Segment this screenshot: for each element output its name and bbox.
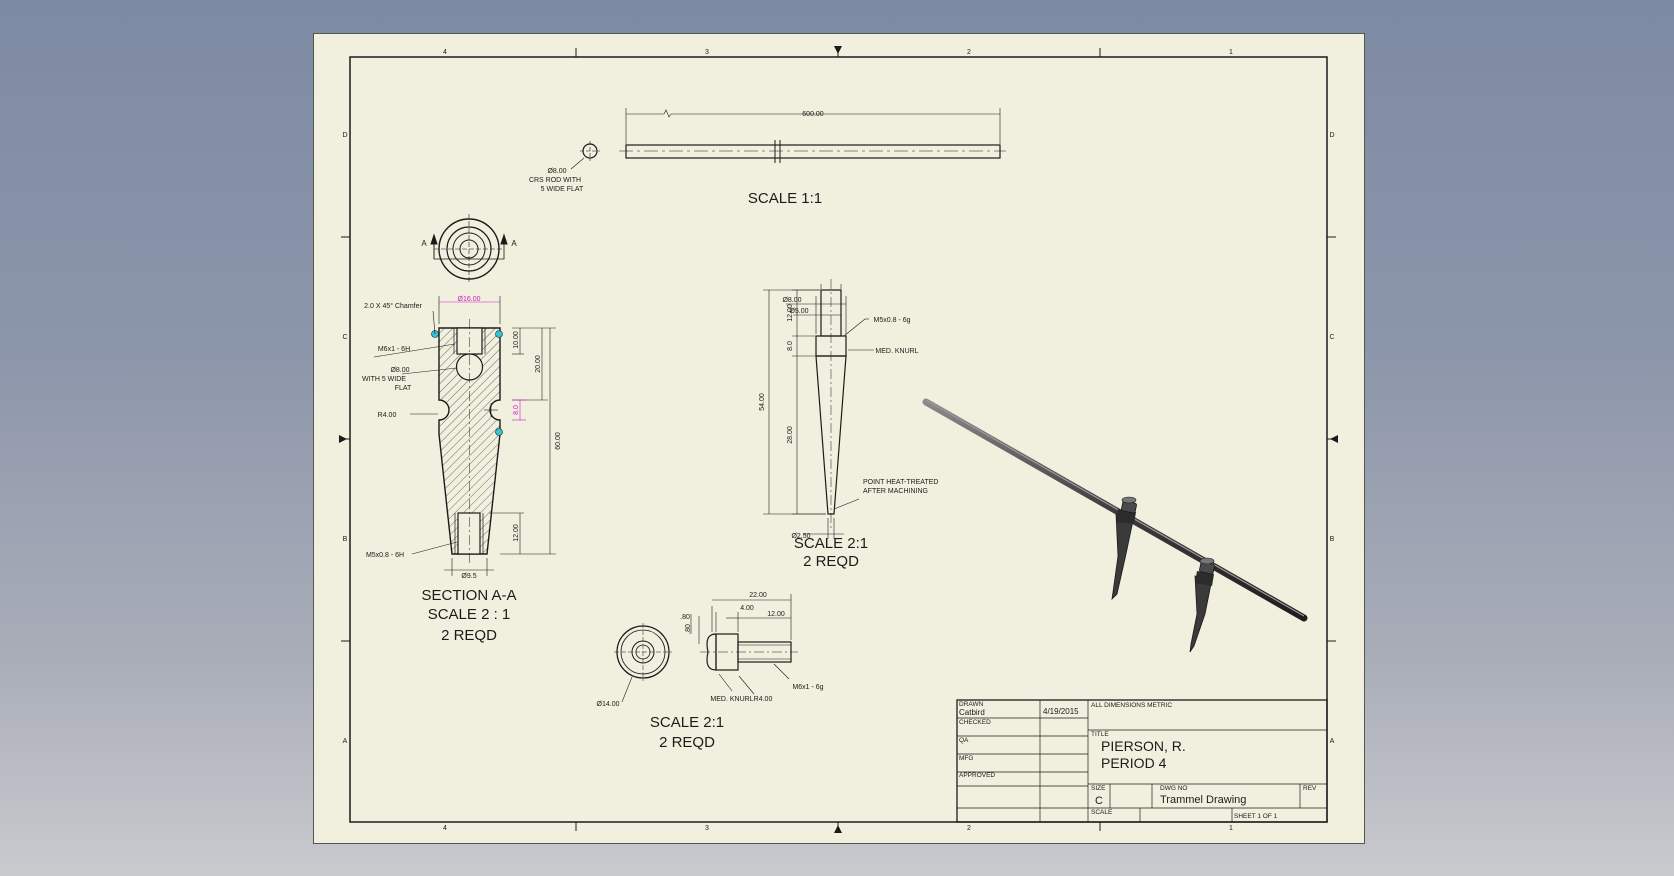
screw-dim-80a: .80 <box>680 614 690 621</box>
screw-knurl-note: MED. KNURL <box>710 696 753 703</box>
tb-drawn-label: DRAWN <box>959 701 984 708</box>
tb-title-line2: PERIOD 4 <box>1101 755 1167 771</box>
section-scale: SCALE 2 : 1 <box>428 606 511 623</box>
point-dim-8: 8.0 <box>787 341 794 351</box>
zone-col-4: 4 <box>443 49 447 56</box>
point-tip-dia: Ø2.50 <box>791 533 810 540</box>
zone-row-a-right: A <box>1330 738 1335 745</box>
title-block[interactable] <box>956 699 1328 823</box>
tb-qa-label: QA <box>959 737 969 744</box>
screw-head-dia: Ø14.00 <box>597 701 620 708</box>
point-thread-note: M5x0.8 - 6g <box>874 317 911 324</box>
drawing-border <box>339 46 1338 833</box>
screw-thread-note: M6x1 - 6g <box>792 684 823 691</box>
tb-dwg-label: DWG NO <box>1160 785 1187 792</box>
section-a-a-view[interactable] <box>431 319 503 564</box>
point-dim-28: 28.00 <box>787 426 794 444</box>
zone-row-a: A <box>343 738 348 745</box>
screw-dim-80b: .80 <box>685 624 692 634</box>
rod-length-dim: 600.00 <box>802 111 824 118</box>
section-top-view[interactable] <box>430 214 508 284</box>
point-dia-5: Ø5.00 <box>789 308 808 315</box>
screw-dim-22: 22.00 <box>749 592 767 599</box>
section-dimension-lines <box>373 296 556 576</box>
point-heat-note1: POINT HEAT-TREATED <box>863 479 938 486</box>
rod-note-line2: 5 WIDE FLAT <box>541 186 584 193</box>
bottom-thread-note: M5x0.8 - 6H <box>366 552 404 559</box>
isometric-assembly-view[interactable] <box>922 398 1308 653</box>
tb-drawn-by: Catbird <box>959 708 985 717</box>
zone-col-3: 3 <box>705 49 709 56</box>
section-qty: 2 REQD <box>441 627 497 644</box>
point-heat-note2: AFTER MACHINING <box>863 488 928 495</box>
dim-20: 20.00 <box>535 355 542 373</box>
zone-row-b: B <box>343 536 348 543</box>
screw-dimension-lines <box>621 594 792 703</box>
rod-view[interactable] <box>570 108 1006 170</box>
point-dimension-lines <box>763 284 874 539</box>
top-diameter-dim: Ø16.00 <box>458 296 481 303</box>
cross-hole-note2: FLAT <box>395 385 412 392</box>
chamfer-note: 2.0 X 45° Chamfer <box>364 302 422 310</box>
screw-dim-4: 4.00 <box>740 605 754 612</box>
screw-dim-12: 12.00 <box>767 611 785 618</box>
screw-radius-dim: R4.00 <box>754 696 773 703</box>
point-qty-label: 2 REQD <box>803 553 859 570</box>
top-thread-note: M6x1 - 6H <box>378 346 410 353</box>
point-scale-label: SCALE 2:1 <box>794 535 868 552</box>
tb-approved-label: APPROVED <box>959 772 995 779</box>
screw-qty-label: 2 REQD <box>659 734 715 751</box>
point-knurl-note: MED. KNURL <box>875 348 918 355</box>
zone-row-d-right: D <box>1329 132 1334 139</box>
radius-dim: R4.00 <box>378 412 397 419</box>
point-dim-54: 54.00 <box>759 393 766 411</box>
drawing-sheet[interactable]: 4 3 2 1 4 3 2 1 D C B A D C B A 600.00 Ø… <box>313 33 1365 844</box>
dim-8: 8.0 <box>513 405 520 415</box>
tb-dwg-value: Trammel Drawing <box>1160 794 1246 806</box>
zone-col-4-bottom: 4 <box>443 825 447 832</box>
screw-view[interactable] <box>614 623 798 681</box>
tb-size-label: SIZE <box>1091 785 1106 792</box>
screw-scale-label: SCALE 2:1 <box>650 714 724 731</box>
tb-mfg-label: MFG <box>959 755 973 762</box>
tb-sheet-value: SHEET 1 OF 1 <box>1234 813 1278 820</box>
zone-col-1-bottom: 1 <box>1229 825 1233 832</box>
rod-scale-label: SCALE 1:1 <box>748 190 822 207</box>
grip-point[interactable] <box>495 330 503 338</box>
tb-note: ALL DIMENSIONS METRIC <box>1091 702 1172 709</box>
zone-col-2-bottom: 2 <box>967 825 971 832</box>
section-cut-label-right: A <box>511 239 517 248</box>
tb-scale-label: SCALE <box>1091 809 1113 816</box>
cross-hole-dim: Ø8.00 <box>390 367 409 374</box>
tb-title-label: TITLE <box>1091 731 1109 738</box>
rod-note-line1: CRS ROD WITH <box>529 177 581 184</box>
dim-10: 10.00 <box>513 331 520 349</box>
cross-hole-note1: WITH 5 WIDE <box>362 376 406 383</box>
zone-row-c: C <box>342 334 347 341</box>
bottom-diameter-dim: Ø9.5 <box>461 573 476 580</box>
point-view[interactable] <box>815 279 847 529</box>
tb-rev-label: REV <box>1303 785 1317 792</box>
zone-row-b-right: B <box>1330 536 1335 543</box>
tb-checked-label: CHECKED <box>959 719 991 726</box>
zone-row-c-right: C <box>1329 334 1334 341</box>
zone-col-3-bottom: 3 <box>705 825 709 832</box>
dim-12: 12.00 <box>513 524 520 542</box>
grip-point[interactable] <box>495 428 503 436</box>
zone-row-d: D <box>342 132 347 139</box>
dim-60: 60.00 <box>555 432 562 450</box>
point-dim-12: 12.00 <box>787 304 794 322</box>
zone-col-1: 1 <box>1229 49 1233 56</box>
rod-diameter-dim: Ø8.00 <box>547 168 566 175</box>
tb-title-line1: PIERSON, R. <box>1101 738 1186 754</box>
zone-col-2: 2 <box>967 49 971 56</box>
tb-drawn-date: 4/19/2015 <box>1043 707 1079 716</box>
point-dia-8: Ø8.00 <box>782 297 801 304</box>
section-cut-label-left: A <box>421 239 427 248</box>
zone-labels: 4 3 2 1 4 3 2 1 D C B A D C B A <box>342 49 1334 832</box>
drawing-canvas[interactable]: 4 3 2 1 4 3 2 1 D C B A D C B A 600.00 Ø… <box>314 34 1364 843</box>
section-title: SECTION A-A <box>421 587 516 604</box>
tb-size-value: C <box>1095 795 1103 807</box>
